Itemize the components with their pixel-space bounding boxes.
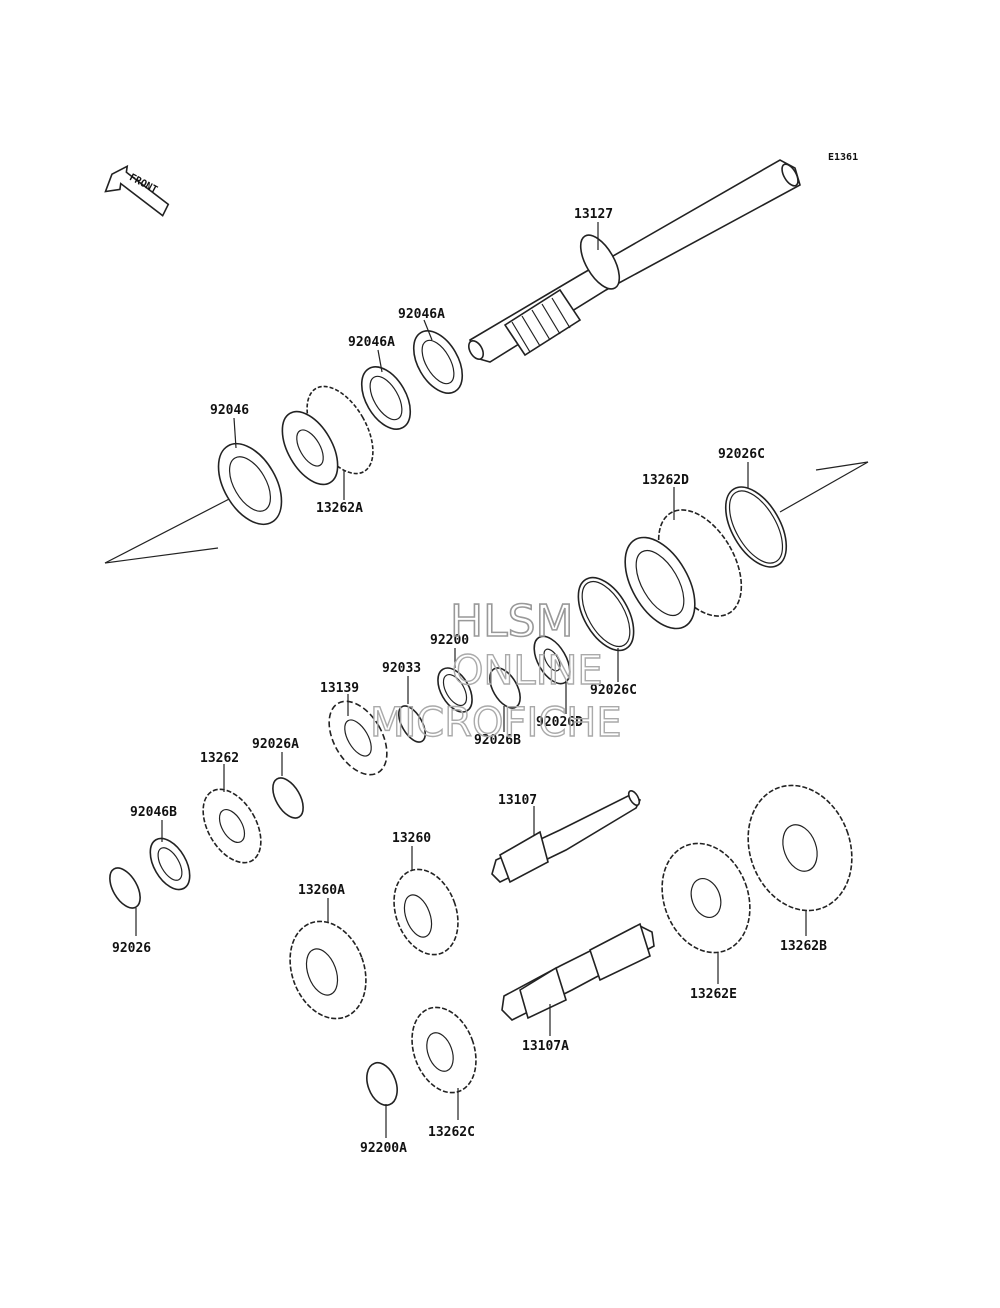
bearing-92046A-left[interactable] [352,359,421,438]
label-92026B: 92026B [474,733,521,748]
washer-92026[interactable] [104,863,147,913]
gear-13260A[interactable] [277,911,379,1030]
watermark-line2: ONLINE [452,648,603,694]
label-13127: 13127 [574,207,613,222]
label-13262C: 13262C [428,1125,475,1140]
watermark-line3: MICROFICHE [370,700,622,746]
label-92026: 92026 [112,941,151,956]
gear-13262B[interactable] [731,771,869,925]
label-13262D: 13262D [642,473,689,488]
gear-13262[interactable] [191,779,273,872]
main-shaft-13127[interactable] [466,159,801,363]
gear-13260[interactable] [383,860,469,963]
bearing-92046A-right[interactable] [404,323,473,402]
washer-92026D[interactable] [527,630,577,689]
label-92200: 92200 [430,633,469,648]
label-92046B: 92046B [130,805,177,820]
label-92026A: 92026A [252,737,299,752]
washer-92200A[interactable] [361,1059,402,1110]
axis-line-left [104,547,219,564]
diagram-code: E1361 [828,152,858,163]
gear-13262D[interactable] [611,496,759,641]
axis-line-right [815,461,869,471]
counter-shaft-13107A[interactable] [501,922,655,1021]
circlip-92033[interactable] [393,702,430,747]
bearing-92046[interactable] [205,433,294,535]
watermark: HLSM ONLINE MICROFICHE [369,595,622,747]
label-13107: 13107 [498,793,537,808]
axis-line-left-2 [104,495,236,564]
label-13260: 13260 [392,831,431,846]
gear-13262C[interactable] [401,998,487,1101]
label-92026D: 92026D [536,715,583,730]
label-13260A: 13260A [298,883,345,898]
front-arrow-icon: FRONT [104,164,170,217]
label-92033: 92033 [382,661,421,676]
label-92046A-right: 92046A [398,307,445,322]
label-92200A: 92200A [360,1141,407,1156]
leader-lines [135,222,807,1138]
label-13262A: 13262A [316,501,363,516]
label-92046: 92046 [210,403,249,418]
label-92026C-right: 92026C [718,447,765,462]
circlip-92026C-right[interactable] [713,477,799,577]
label-13107A: 13107A [522,1039,569,1054]
washer-92026A[interactable] [267,773,310,823]
label-13139: 13139 [320,681,359,696]
label-92026C-left: 92026C [590,683,637,698]
circlip-92026C-left[interactable] [567,568,645,659]
gear-13262A[interactable] [271,375,387,493]
label-13262: 13262 [200,751,239,766]
gear-13139[interactable] [317,691,399,784]
axis-line-right-2 [779,461,869,513]
label-13262B: 13262B [780,939,827,954]
washer-92026B[interactable] [484,663,527,713]
bearing-92046B[interactable] [142,832,198,896]
label-13262E: 13262E [690,987,737,1002]
watermark-line1: HLSM [450,596,574,647]
drive-shaft-13107[interactable] [491,789,642,884]
gear-13262E[interactable] [647,831,764,965]
label-92046A-left: 92046A [348,335,395,350]
washer-92200[interactable] [431,662,479,718]
